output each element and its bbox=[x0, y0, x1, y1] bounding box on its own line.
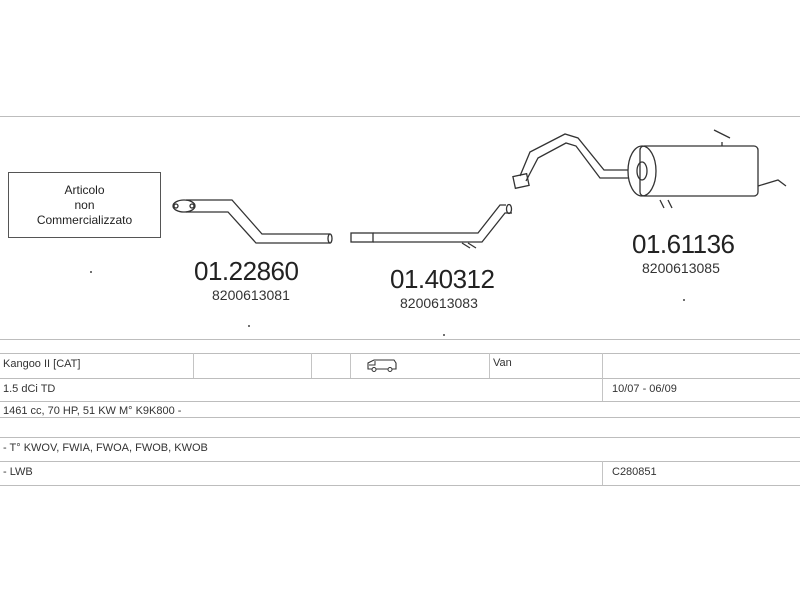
production-period: 10/07 - 06/09 bbox=[612, 383, 677, 395]
table-divider bbox=[0, 378, 800, 379]
marker-dot bbox=[90, 271, 92, 273]
top-divider bbox=[0, 116, 800, 117]
oem-code-rear-silencer: 8200613085 bbox=[642, 260, 720, 276]
oem-code-intermediate-pipe: 8200613083 bbox=[400, 295, 478, 311]
note-line-1: Articolo bbox=[64, 182, 105, 197]
type-codes: - T° KWOV, FWIA, FWOA, FWOB, KWOB bbox=[3, 442, 208, 454]
table-divider bbox=[0, 401, 800, 402]
engine-details: 1461 cc, 70 HP, 51 KW M° K9K800 - bbox=[3, 405, 182, 417]
reference-code: C280851 bbox=[612, 466, 657, 478]
table-column-divider bbox=[602, 461, 603, 485]
table-column-divider bbox=[489, 353, 490, 378]
vehicle-model: Kangoo II [CAT] bbox=[3, 358, 81, 370]
van-icon bbox=[367, 359, 397, 372]
body-type: Van bbox=[493, 357, 512, 369]
table-column-divider bbox=[602, 378, 603, 401]
marker-dot bbox=[443, 334, 445, 336]
part-code-intermediate-pipe[interactable]: 01.40312 bbox=[390, 264, 495, 294]
intermediate-pipe-drawing[interactable] bbox=[350, 203, 513, 249]
table-divider bbox=[0, 461, 800, 462]
variant: - LWB bbox=[3, 466, 33, 478]
front-pipe-drawing[interactable] bbox=[172, 199, 333, 244]
exhaust-parts-drawing bbox=[172, 129, 787, 249]
part-code-front-pipe[interactable]: 01.22860 bbox=[194, 256, 299, 286]
table-column-divider bbox=[193, 353, 194, 378]
table-divider bbox=[0, 485, 800, 486]
table-divider bbox=[0, 437, 800, 438]
not-commercialized-box: Articolo non Commercializzato bbox=[8, 172, 161, 238]
engine: 1.5 dCi TD bbox=[3, 383, 56, 395]
rear-silencer-drawing[interactable] bbox=[512, 129, 787, 209]
marker-dot bbox=[683, 299, 685, 301]
table-divider bbox=[0, 417, 800, 418]
table-column-divider bbox=[602, 353, 603, 378]
part-code-rear-silencer[interactable]: 01.61136 bbox=[632, 229, 735, 259]
marker-dot bbox=[248, 325, 250, 327]
oem-code-front-pipe: 8200613081 bbox=[212, 287, 290, 303]
table-column-divider bbox=[311, 353, 312, 378]
table-column-divider bbox=[350, 353, 351, 378]
note-line-2: non bbox=[74, 197, 95, 212]
table-divider bbox=[0, 353, 800, 354]
table-divider bbox=[0, 339, 800, 340]
note-line-3: Commercializzato bbox=[36, 212, 133, 227]
